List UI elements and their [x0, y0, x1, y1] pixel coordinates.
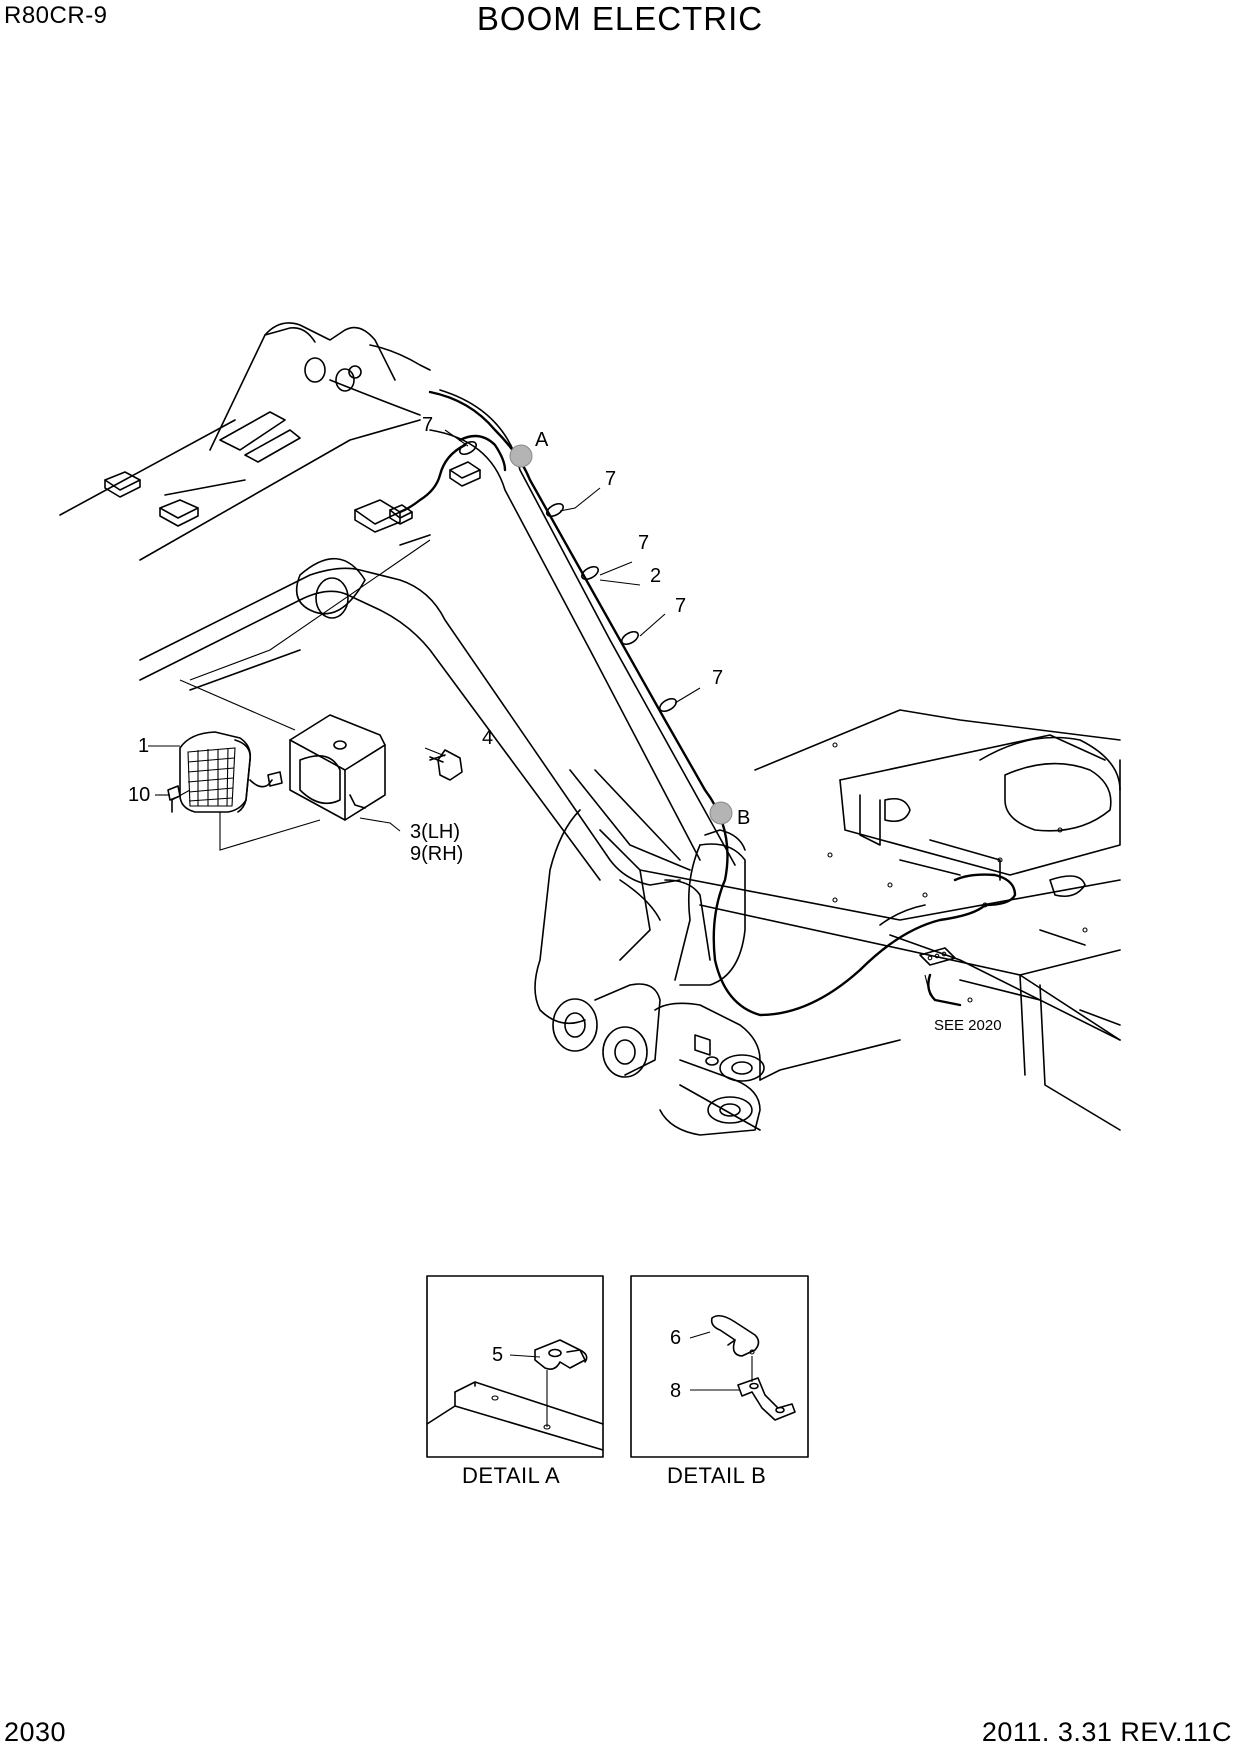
page-title: BOOM ELECTRIC	[476, 0, 764, 37]
clamp-ring	[621, 630, 639, 646]
detail-marker-a	[509, 444, 533, 468]
callout-b: B	[737, 807, 750, 829]
callout-2: 2	[650, 565, 661, 587]
callout-6: 6	[670, 1327, 681, 1349]
callout-a: A	[535, 429, 549, 451]
clamp-rings	[459, 440, 677, 713]
clamp-ring	[581, 565, 599, 581]
callout-7-c: 7	[638, 532, 649, 554]
callout-7-e: 7	[712, 667, 723, 689]
callout-9-rh: 9(RH)	[410, 843, 463, 865]
detail-marker-b	[709, 801, 733, 825]
page-number: 2030	[4, 1717, 67, 1747]
clamp-ring	[459, 440, 477, 456]
clamp-ring	[659, 697, 677, 713]
harness-end-wire	[927, 973, 962, 1007]
work-lamp-group	[167, 539, 463, 851]
callout-1: 1	[138, 735, 149, 757]
boom-foot-drawing	[534, 809, 901, 1136]
callout-7-d: 7	[675, 595, 686, 617]
upper-arm-drawing	[59, 322, 431, 561]
model-code: R80CR-9	[4, 2, 108, 29]
detail-b-label: DETAIL B	[667, 1463, 766, 1488]
upper-frame-drawing	[639, 709, 1121, 1131]
callout-3-lh: 3(LH)	[410, 821, 460, 843]
harness-connectors	[354, 461, 481, 546]
callout-10: 10	[128, 784, 150, 806]
callout-5: 5	[492, 1344, 503, 1366]
harness-branch-wire	[458, 434, 507, 472]
harness-connector-wire	[398, 443, 467, 514]
see-2020-reference: SEE 2020	[934, 1017, 1002, 1034]
detail-a-label: DETAIL A	[462, 1463, 560, 1488]
callout-4: 4	[482, 727, 493, 749]
callout-8: 8	[670, 1380, 681, 1402]
boom-harness-wire	[428, 390, 1017, 1017]
revision-date: 2011. 3.31 REV.11C	[981, 1717, 1232, 1747]
clamp-ring	[546, 502, 564, 518]
callout-7-b: 7	[605, 468, 616, 490]
boom-drawing	[139, 389, 736, 886]
callout-7-a: 7	[422, 414, 433, 436]
detail-a-box: 5	[426, 1275, 604, 1458]
leader-lines	[148, 429, 931, 996]
detail-b-box: 6 8	[630, 1275, 809, 1458]
